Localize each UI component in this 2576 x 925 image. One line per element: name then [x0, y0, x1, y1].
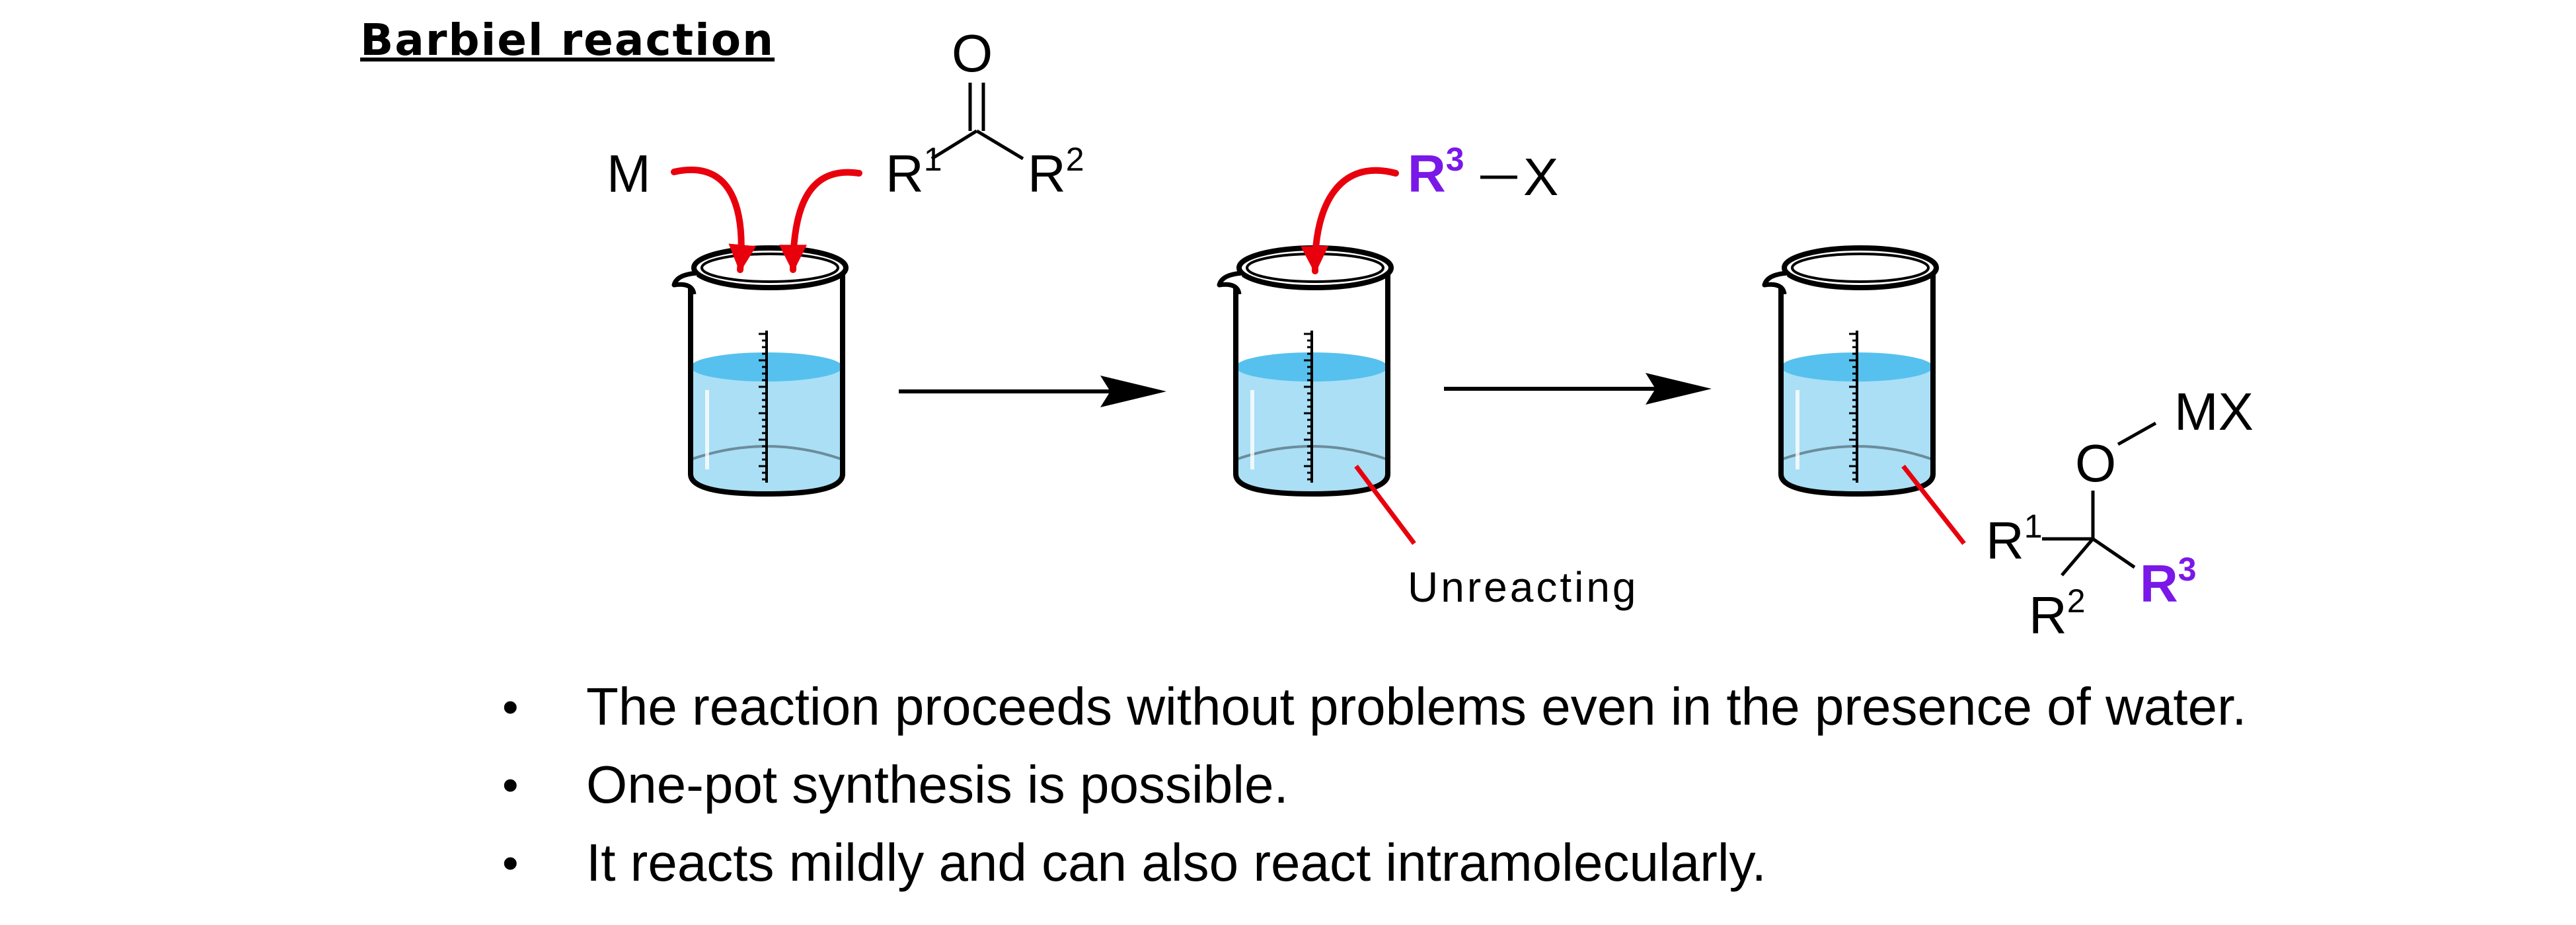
beaker-3: [1764, 248, 1936, 494]
halide-x: X: [1523, 147, 1558, 206]
red-arrow-metal: [671, 166, 757, 273]
reaction-arrow-1: [899, 376, 1166, 407]
page-title: Barbiel reaction: [360, 15, 775, 65]
r3-label: R3: [1408, 141, 1464, 203]
product-r3: R3: [2140, 551, 2197, 613]
beaker-2: [1219, 248, 1391, 494]
bullet-dot: •: [502, 837, 519, 889]
carbonyl-oxygen: O: [952, 24, 993, 83]
unreacting-label: Unreacting: [1408, 563, 1639, 611]
red-arrow-carbonyl: [779, 169, 862, 273]
carbonyl-r1: R1: [886, 141, 942, 203]
product-oxygen: O: [2075, 434, 2116, 493]
carbonyl-r2: R2: [1028, 141, 1084, 203]
product-pointer: [1901, 464, 1966, 545]
reaction-arrow-2: [1444, 373, 1712, 405]
metal-label: M: [607, 144, 651, 203]
bullet-list: •The reaction proceeds without problems …: [502, 668, 2247, 902]
alkyl-halide: R3 X: [1408, 141, 1558, 206]
beaker-1: [674, 248, 846, 494]
carbonyl-structure: O R1 R2: [886, 24, 1084, 203]
bullet-dot: •: [502, 759, 519, 811]
product-r1: R1: [1986, 508, 2043, 570]
unreacting-pointer: [1354, 464, 1416, 545]
bullet-item: •The reaction proceeds without problems …: [502, 668, 2247, 746]
red-arrow-halide: [1301, 167, 1399, 274]
product-structure: MX O R1 R2 R3: [1986, 382, 2254, 645]
bullet-item: •One-pot synthesis is possible.: [502, 746, 2247, 824]
product-r2: R2: [2029, 583, 2086, 645]
bullet-item: •It reacts mildly and can also react int…: [502, 824, 2247, 902]
product-mx: MX: [2174, 382, 2254, 441]
bullet-dot: •: [502, 681, 519, 733]
